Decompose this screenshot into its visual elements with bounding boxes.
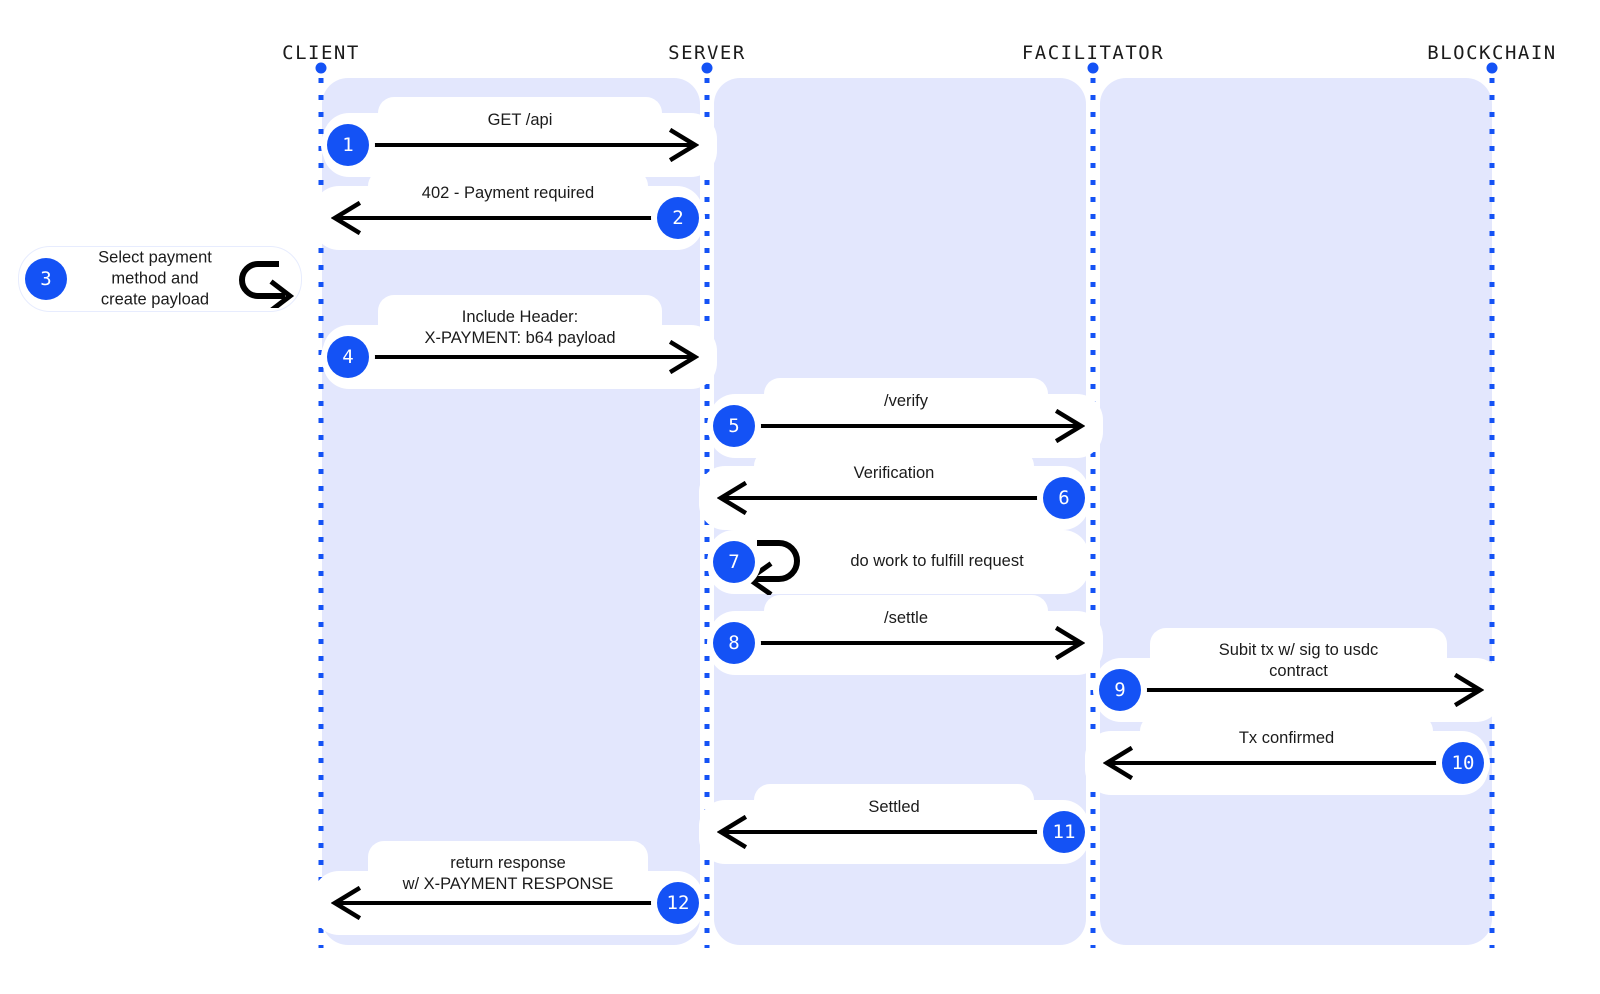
lifeline-label-server: SERVER [668,42,746,64]
lifeline-label-blockchain: BLOCKCHAIN [1427,42,1557,64]
lifeline-head-dot-facilitator [1087,62,1099,74]
message-arrow-line-4 [345,355,695,359]
lifeline-client [318,78,324,948]
message-label-4: Include Header: X-PAYMENT: b64 payload [424,308,616,347]
arrowhead-right-4 [669,340,699,374]
step-badge-10[interactable]: 10 [1442,742,1484,784]
message-label-8: /settle [883,609,929,627]
message-label-11: Settled [868,798,920,816]
message-arrow-line-2 [335,216,681,220]
step-badge-4[interactable]: 4 [327,336,369,378]
lifeline-facilitator [1090,78,1096,948]
self-loop-left-icon [744,540,800,595]
arrowhead-right-5 [1055,409,1085,443]
arrowhead-right-1 [669,128,699,162]
step-badge-2[interactable]: 2 [657,197,699,239]
lifeline-blockchain [1489,78,1495,948]
lifeline-label-facilitator: FACILITATOR [1021,42,1165,64]
message-arrow-line-10 [1107,761,1466,765]
band-facilitator-chain [1100,78,1492,945]
step-badge-8[interactable]: 8 [713,622,755,664]
message-label-7: do work to fulfill request [850,552,1024,570]
message-arrow-line-9 [1117,688,1480,692]
lifeline-head-dot-blockchain [1486,62,1498,74]
step-badge-9[interactable]: 9 [1099,669,1141,711]
lifeline-label-client: CLIENT [282,42,360,64]
step-badge-11[interactable]: 11 [1043,811,1085,853]
lifeline-head-dot-client [315,62,327,74]
arrowhead-right-9 [1454,673,1484,707]
step-badge-1[interactable]: 1 [327,124,369,166]
note-label-3: Select payment method and create payload [98,248,212,309]
message-label-10: Tx confirmed [1238,729,1335,747]
message-arrow-line-8 [731,641,1081,645]
arrowhead-left-12 [331,886,361,920]
message-arrow-line-6 [721,496,1067,500]
message-arrow-line-1 [345,143,695,147]
message-label-12: return response w/ X-PAYMENT RESPONSE [402,854,614,893]
message-label-9: Subit tx w/ sig to usdc contract [1218,641,1379,680]
step-badge-6[interactable]: 6 [1043,477,1085,519]
step-badge-12[interactable]: 12 [657,882,699,924]
message-label-2: 402 - Payment required [421,184,595,202]
arrowhead-left-11 [717,815,747,849]
step-badge-7[interactable]: 7 [713,541,755,583]
message-label-1: GET /api [487,111,553,129]
step-badge-5[interactable]: 5 [713,405,755,447]
message-arrow-line-5 [731,424,1081,428]
message-label-5: /verify [883,392,929,410]
message-arrow-line-12 [335,901,681,905]
arrowhead-left-2 [331,201,361,235]
lifeline-head-dot-server [701,62,713,74]
message-arrow-line-11 [721,830,1067,834]
self-loop-right-icon [239,261,295,308]
step-badge-3[interactable]: 3 [25,258,67,300]
arrowhead-right-8 [1055,626,1085,660]
message-label-6: Verification [853,464,935,482]
arrowhead-left-10 [1103,746,1133,780]
arrowhead-left-6 [717,481,747,515]
